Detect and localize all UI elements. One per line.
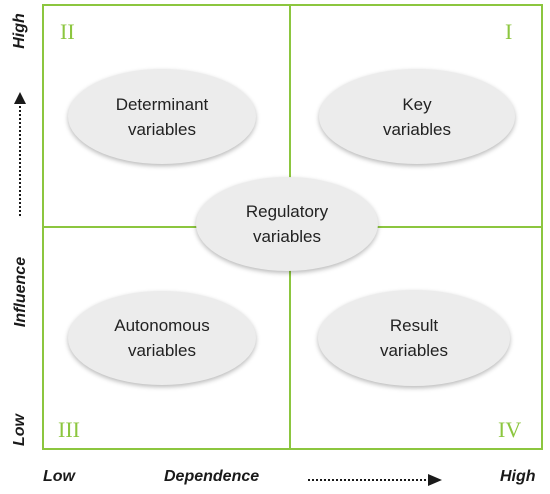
y-axis-title: Influence [12, 256, 29, 328]
y-axis-arrow-icon [14, 92, 26, 216]
autonomous-variables-ellipse: Autonomous variables [68, 291, 256, 385]
x-axis-low-label: Low [43, 468, 75, 485]
determinant-variables-ellipse: Determinant variables [68, 69, 256, 164]
x-axis-high-label: High [500, 468, 536, 485]
x-axis-arrow-icon [308, 474, 442, 486]
key-variables-label: Key variables [382, 94, 452, 139]
determinant-variables-label: Determinant variables [115, 94, 209, 139]
quadrant-numeral-top-right: I [505, 19, 513, 44]
quadrant-numeral-bottom-left: III [58, 417, 80, 442]
key-variables-ellipse: Key variables [319, 69, 515, 164]
quadrant-numeral-bottom-right: IV [498, 417, 522, 442]
y-axis-low-label: Low [11, 414, 28, 446]
regulatory-variables-ellipse: Regulatory variables [196, 177, 378, 271]
result-variables-ellipse: Result variables [318, 290, 510, 386]
y-axis-high-label: High [11, 13, 28, 49]
quadrant-numeral-top-left: II [60, 19, 75, 44]
x-axis-title: Dependence [164, 468, 260, 485]
regulatory-variables-label: Regulatory variables [245, 202, 329, 246]
result-variables-label: Result variables [379, 316, 449, 360]
autonomous-variables-label: Autonomous variables [114, 316, 210, 360]
